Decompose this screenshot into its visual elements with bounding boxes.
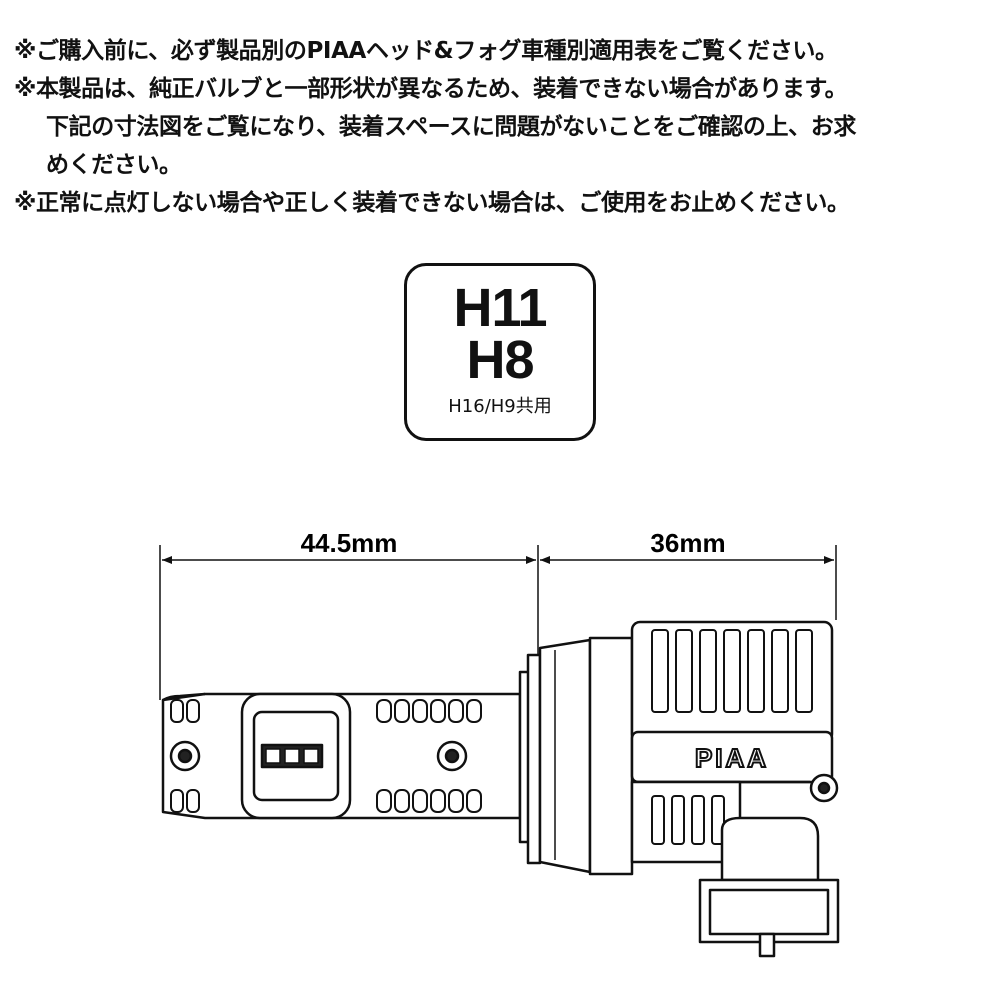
- front-vent-bottom: [170, 789, 482, 813]
- piaa-logo: PIAA: [695, 743, 769, 773]
- bulb-compat-note: H16/H9共用: [448, 396, 552, 417]
- heatsink-fins: [651, 629, 813, 713]
- bulb-type-h8: H8: [466, 330, 534, 390]
- front-vent-top: [170, 699, 482, 723]
- caution-notes: ※ご購入前に、必ず製品別のPIAAヘッド&フォグ車種別適用表をご覧ください。 ※…: [14, 32, 989, 222]
- dimension-left-label: 44.5mm: [301, 528, 398, 558]
- dimension-lines: [159, 545, 837, 700]
- note-dimension-check-cont: めください。: [46, 152, 182, 178]
- note-stop-use: ※正常に点灯しない場合や正しく装着できない場合は、ご使用をお止めください。: [14, 190, 850, 216]
- note-shape-difference: ※本製品は、純正バルブと一部形状が異なるため、装着できない場合があります。: [14, 76, 848, 102]
- bulb-type-h11: H11: [453, 278, 547, 338]
- bulb-drawing: [161, 620, 840, 958]
- note-dimension-check: 下記の寸法図をご覧になり、装着スペースに問題がないことをご確認の上、お求: [46, 114, 856, 140]
- note-purchase: ※ご購入前に、必ず製品別のPIAAヘッド&フォグ車種別適用表をご覧ください。: [14, 38, 838, 64]
- bulb-type-badge: H11 H8 H16/H9共用: [404, 263, 596, 441]
- dimension-right-label: 36mm: [650, 528, 725, 558]
